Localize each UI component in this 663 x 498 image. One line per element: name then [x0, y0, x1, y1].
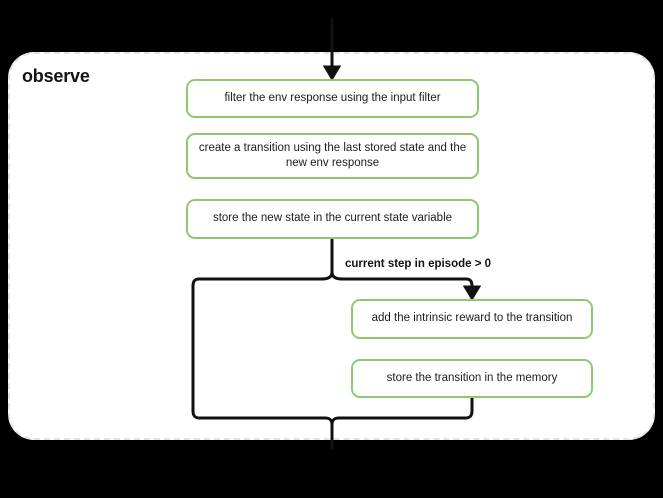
node-create-transition[interactable]: create a transition using the last store… [186, 133, 479, 179]
group-title: observe [22, 66, 90, 86]
node-store-new-state[interactable]: store the new state in the current state… [186, 199, 479, 239]
branch-condition-label: current step in episode > 0 [345, 258, 492, 270]
node-store-transition-memory[interactable]: store the transition in the memory [351, 359, 593, 398]
node-filter-env-response[interactable]: filter the env response using the input … [186, 79, 479, 118]
node-add-intrinsic-reward[interactable]: add the intrinsic reward to the transiti… [351, 299, 593, 339]
